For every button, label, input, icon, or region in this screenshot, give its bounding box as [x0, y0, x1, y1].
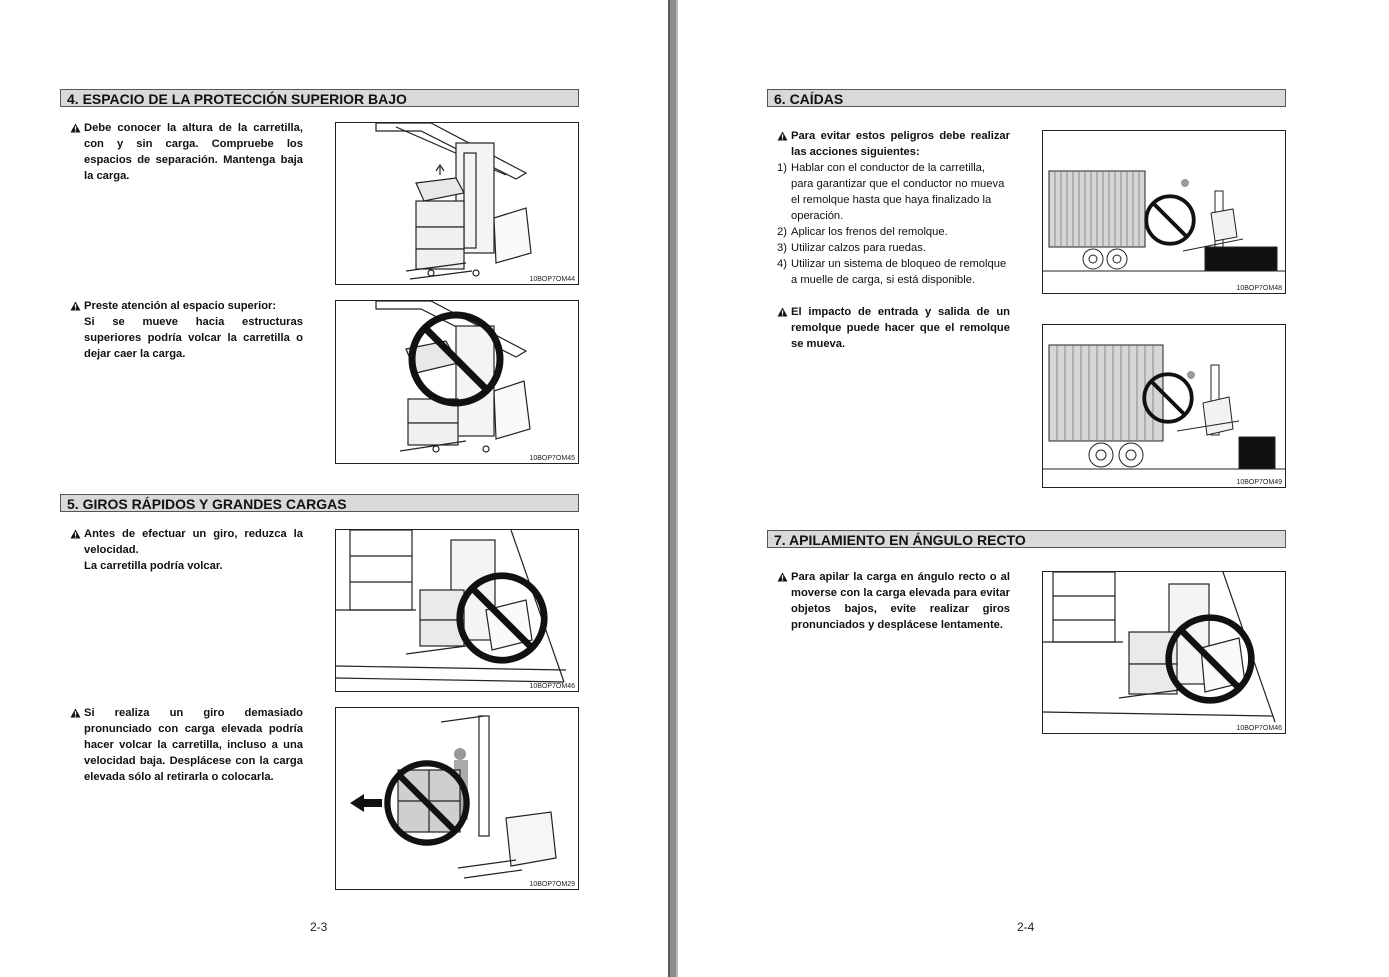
- section-5-header: 5. GIROS RÁPIDOS Y GRANDES CARGAS: [60, 494, 579, 512]
- figure-right-angle-stacking: 10BOP7OM46: [1042, 571, 1286, 734]
- figure-code: 10BOP7OM48: [1236, 285, 1282, 292]
- prohibition-sign-icon: [1144, 194, 1196, 246]
- warning-title: Preste atención al espacio superior:: [84, 300, 277, 312]
- warning-triangle-icon: [70, 708, 81, 718]
- slow-turning-illustration: [336, 530, 567, 683]
- warning-text: Para apilar la carga en ángulo recto o a…: [791, 571, 1010, 631]
- overhead-obstruction-illustration: [375, 301, 531, 453]
- list-item: 3) Utilizar calzos para ruedas.: [777, 242, 926, 254]
- list-item: 4) Utilizar un sistema de bloqueo de rem…: [777, 258, 1007, 286]
- warning-body: Si se mueve hacia estructuras superiores…: [84, 316, 303, 360]
- section-6-warning-2: El impacto de entrada y salida de un rem…: [777, 304, 1010, 352]
- figure-overhead-clearance: 10BOP7OM44: [335, 122, 579, 285]
- figure-code: 10BOP7OM46: [1236, 725, 1282, 732]
- figure-code: 10BOP7OM49: [1236, 479, 1282, 486]
- figure-code: 10BOP7OM29: [529, 881, 575, 888]
- warning-text-2: La carretilla podría volcar.: [84, 560, 223, 572]
- figure-trailer-moving: 10BOP7OM48: [1042, 130, 1286, 294]
- page-number-left: 2-3: [310, 920, 328, 934]
- raised-load-turn-illustration: [350, 715, 557, 879]
- figure-code: 10BOP7OM44: [529, 276, 575, 283]
- overhead-clearance-illustration: [375, 123, 532, 280]
- section-7-header: 7. APILAMIENTO EN ÁNGULO RECTO: [767, 530, 1286, 548]
- warning-text: El impacto de entrada y salida de un rem…: [791, 306, 1010, 350]
- section-6-content: Para evitar estos peligros debe realizar…: [777, 128, 1010, 288]
- section-4-warning-2: Preste atención al espacio superior: Si …: [70, 298, 303, 362]
- warning-text: Para evitar estos peligros debe realizar…: [791, 130, 1010, 158]
- warning-triangle-icon: [70, 529, 81, 539]
- warning-text: Antes de efectuar un giro, reduzca la ve…: [84, 528, 303, 556]
- list-item: 1) Hablar con el conductor de la carreti…: [777, 162, 1005, 222]
- warning-triangle-icon: [70, 123, 81, 133]
- prevention-steps-list: 1) Hablar con el conductor de la carreti…: [777, 160, 1010, 288]
- section-5-warning-2: Si realiza un giro demasiado pronunciado…: [70, 705, 303, 785]
- figure-raised-load-turn: 10BOP7OM29: [335, 707, 579, 890]
- section-6-header: 6. CAÍDAS: [767, 89, 1286, 107]
- warning-text: Debe conocer la altura de la carretilla,…: [84, 122, 303, 182]
- list-item: 2) Aplicar los frenos del remolque.: [777, 226, 948, 238]
- figure-code: 10BOP7OM45: [529, 455, 575, 462]
- trailer-moving-illustration: [1043, 170, 1285, 272]
- section-4-warning-1: Debe conocer la altura de la carretilla,…: [70, 120, 303, 184]
- section-4-header: 4. ESPACIO DE LA PROTECCIÓN SUPERIOR BAJ…: [60, 89, 579, 107]
- warning-text: Si realiza un giro demasiado pronunciado…: [84, 707, 303, 783]
- figure-trailer-impact: 10BOP7OM49: [1042, 324, 1286, 488]
- section-5-warning-1: Antes de efectuar un giro, reduzca la ve…: [70, 526, 303, 574]
- warning-triangle-icon: [777, 131, 788, 141]
- warning-triangle-icon: [70, 301, 81, 311]
- warning-triangle-icon: [777, 572, 788, 582]
- warning-triangle-icon: [777, 307, 788, 317]
- figure-overhead-obstruction: 10BOP7OM45: [335, 300, 579, 464]
- arrow-left-icon: [350, 794, 382, 812]
- page-gutter: [668, 0, 678, 977]
- trailer-impact-illustration: [1043, 344, 1285, 470]
- figure-slow-turning: 10BOP7OM46: [335, 529, 579, 692]
- right-angle-stacking-illustration: [1043, 572, 1276, 723]
- section-7-warning-1: Para apilar la carga en ángulo recto o a…: [777, 569, 1010, 633]
- figure-code: 10BOP7OM46: [529, 683, 575, 690]
- page-number-right: 2-4: [1017, 920, 1035, 934]
